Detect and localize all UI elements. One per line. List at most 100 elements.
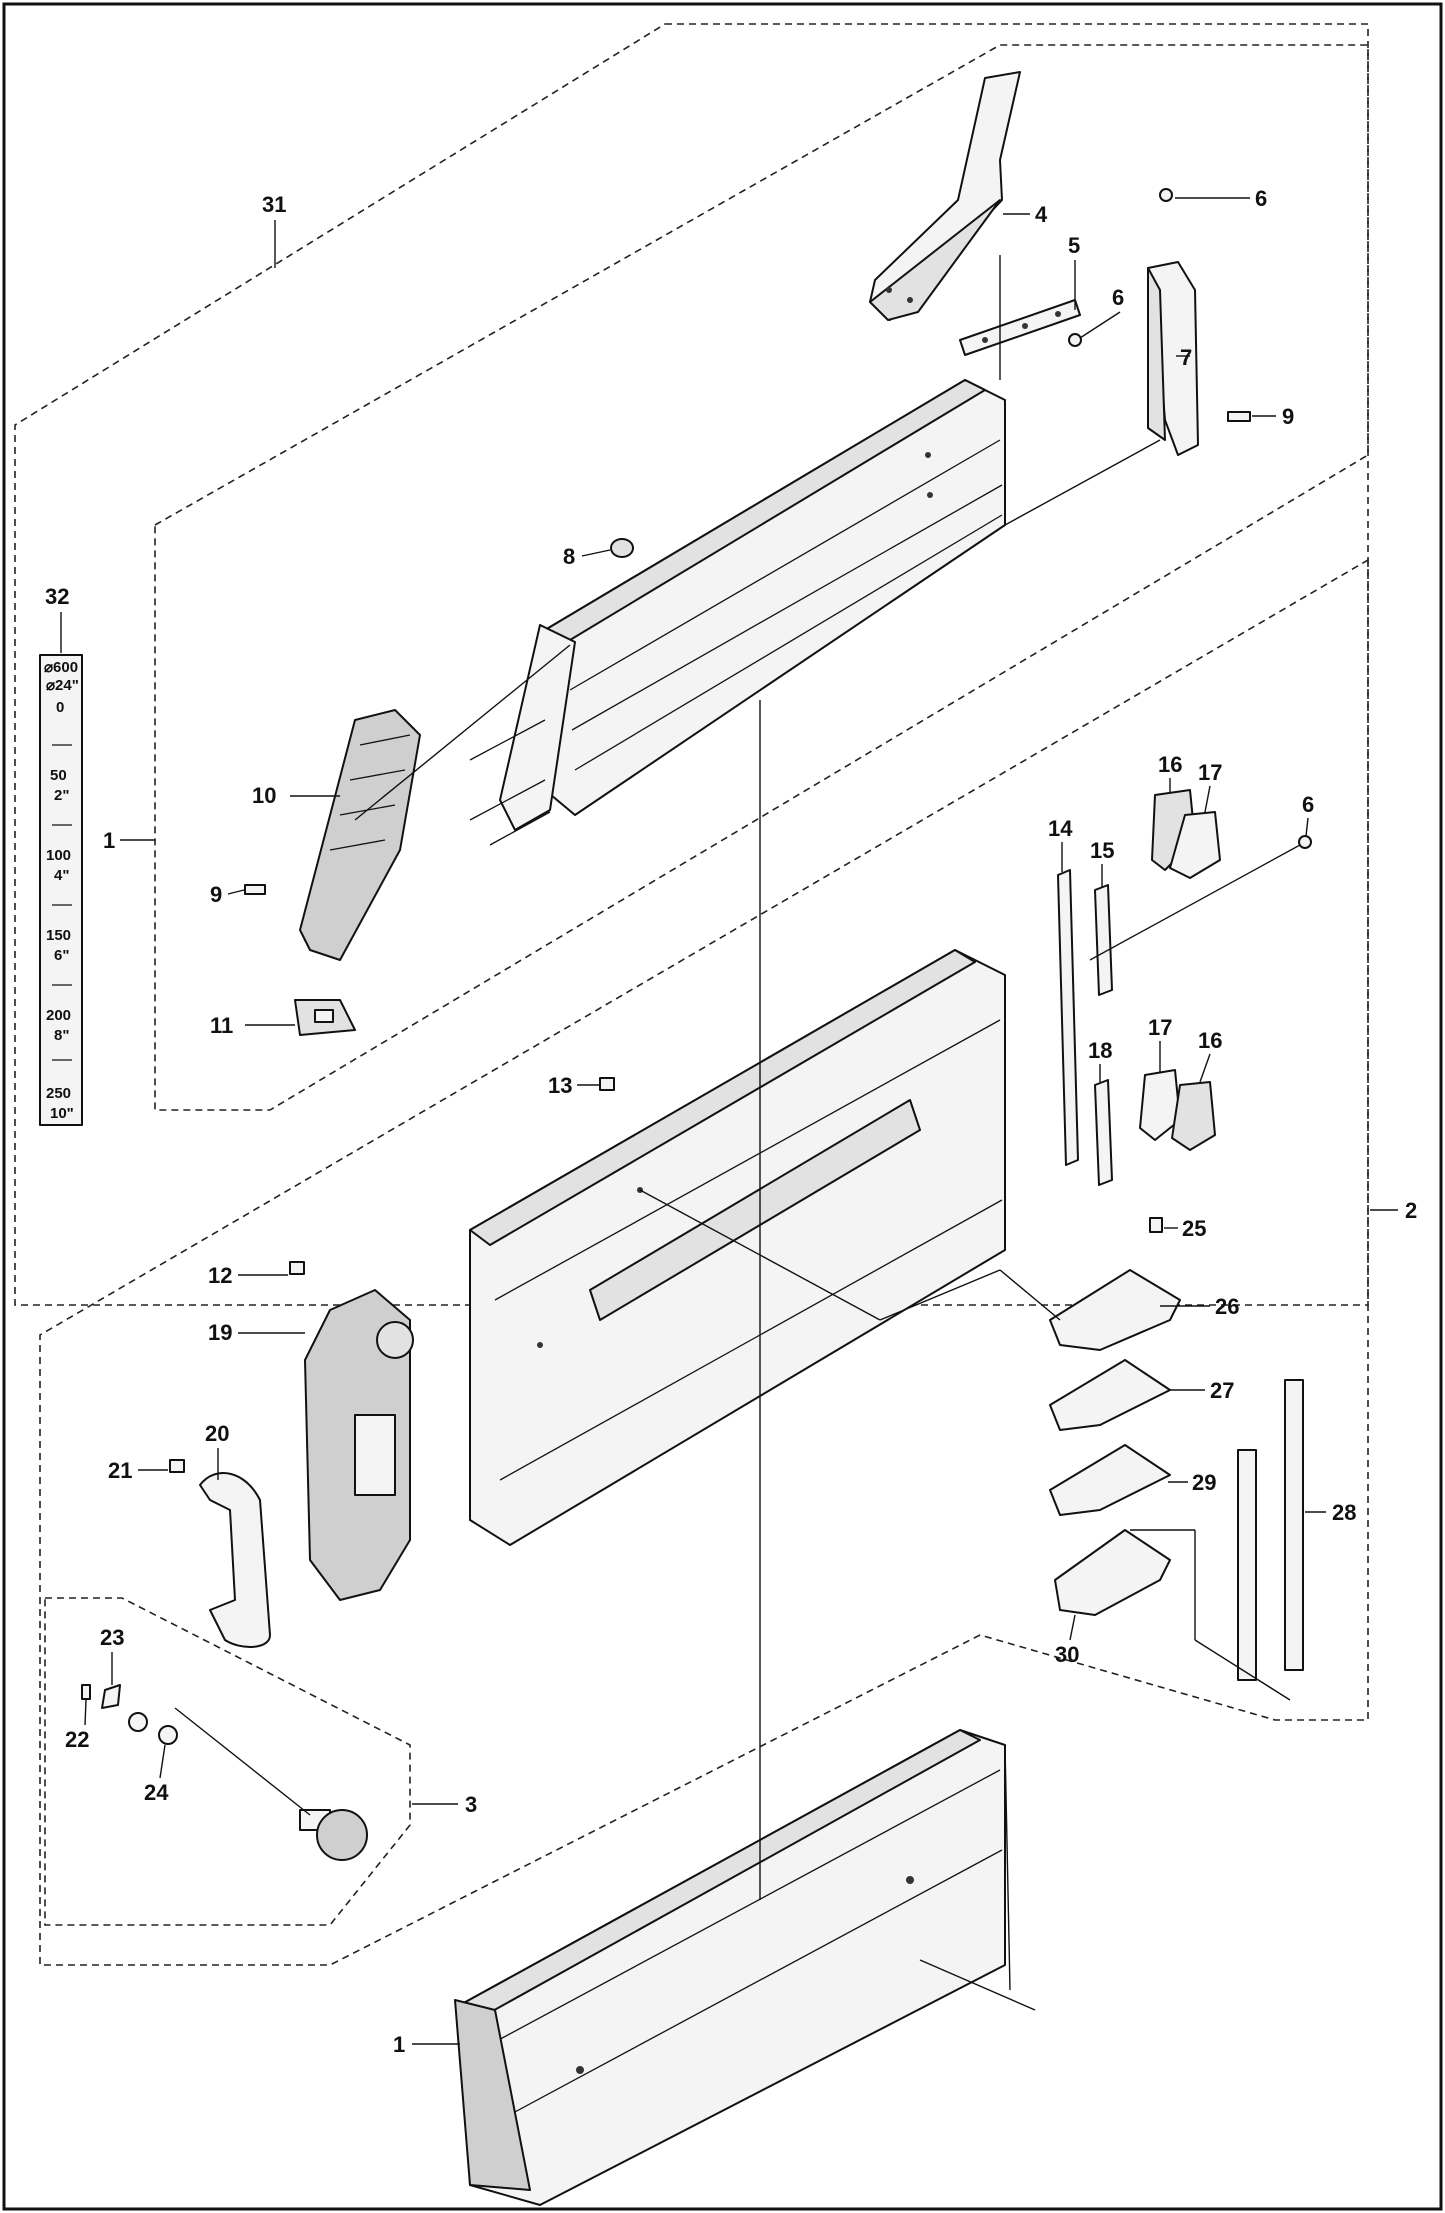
part-32-scale-sticker: ⌀600 ⌀24" 0 50 2" 100 4" 150 6" 200 8" 2… <box>39 654 83 1126</box>
part-6-nut-mid <box>1068 333 1082 347</box>
svg-text:1: 1 <box>393 2032 405 2057</box>
svg-text:16: 16 <box>1158 752 1182 777</box>
svg-text:6: 6 <box>1255 186 1267 211</box>
svg-text:25: 25 <box>1182 1216 1206 1241</box>
part-27-block <box>1049 1359 1171 1431</box>
svg-text:9: 9 <box>210 882 222 907</box>
part-30-block <box>1054 1529 1171 1616</box>
svg-text:1: 1 <box>103 828 115 853</box>
svg-text:9: 9 <box>1282 404 1294 429</box>
callout-29: 29 <box>1168 1470 1216 1495</box>
part-17-latch-upper <box>1169 811 1221 879</box>
callout-18: 18 <box>1088 1038 1112 1082</box>
callout-9-top: 9 <box>1252 404 1294 429</box>
callout-31: 31 <box>262 192 286 268</box>
part-4-guide-plate <box>869 71 1021 321</box>
scale-250-in: 10" <box>50 1105 74 1122</box>
callout-17-top: 17 <box>1198 760 1222 813</box>
part-16-latch-lower <box>1171 1081 1216 1151</box>
callout-2: 2 <box>1370 1198 1417 1223</box>
group-outline-3 <box>44 1597 411 1926</box>
callout-25: 25 <box>1164 1216 1206 1241</box>
svg-text:23: 23 <box>100 1625 124 1650</box>
callout-12: 12 <box>208 1263 288 1288</box>
scale-200-mm: 200 <box>46 1007 71 1024</box>
part-3-knob <box>299 1809 368 1861</box>
part-28-rods <box>1237 1379 1304 1681</box>
callout-11: 11 <box>210 1013 295 1038</box>
callout-4: 4 <box>1003 202 1048 227</box>
part-15-clip <box>1094 884 1113 996</box>
callout-27: 27 <box>1168 1378 1234 1403</box>
scale-150-mm: 150 <box>46 927 71 944</box>
scale-diameter-in: ⌀24" <box>46 677 79 694</box>
svg-text:8: 8 <box>563 544 575 569</box>
part-19-end-cap <box>304 1289 414 1601</box>
callout-17-bottom: 17 <box>1148 1015 1172 1072</box>
part-5-strip <box>959 299 1081 356</box>
part-20-handle <box>199 1472 271 1648</box>
svg-text:5: 5 <box>1068 233 1080 258</box>
callout-22: 22 <box>65 1699 89 1752</box>
group-outline-2 <box>39 558 1369 1966</box>
callout-6-right: 6 <box>1302 792 1314 837</box>
part-22-pin <box>81 1684 91 1700</box>
svg-text:11: 11 <box>210 1013 233 1038</box>
svg-text:12: 12 <box>208 1263 232 1288</box>
scale-diameter-mm: ⌀600 <box>44 659 78 676</box>
part-25-screw <box>1149 1217 1163 1233</box>
part-14-rail <box>1057 869 1079 1166</box>
svg-text:2: 2 <box>1405 1198 1417 1223</box>
svg-text:18: 18 <box>1088 1038 1112 1063</box>
part-6-rod <box>1089 835 1312 961</box>
svg-text:24: 24 <box>144 1780 169 1805</box>
callout-10: 10 <box>252 783 340 808</box>
part-9-screw-left <box>244 884 266 895</box>
svg-text:6: 6 <box>1302 792 1314 817</box>
callout-23: 23 <box>100 1625 124 1685</box>
callout-14: 14 <box>1048 816 1073 872</box>
part-1-lower-extrusion <box>454 1729 1006 2206</box>
svg-text:32: 32 <box>45 584 69 609</box>
callout-21: 21 <box>108 1458 168 1483</box>
svg-text:17: 17 <box>1148 1015 1172 1040</box>
svg-text:4: 4 <box>1035 202 1048 227</box>
callout-7: 7 <box>1176 345 1192 370</box>
part-23-clip <box>101 1684 121 1709</box>
part-1-upper-extrusion <box>469 379 1006 846</box>
scale-250-mm: 250 <box>46 1085 71 1102</box>
svg-text:28: 28 <box>1332 1500 1356 1525</box>
part-7-bracket <box>1147 261 1199 456</box>
part-13-screw <box>599 1077 615 1091</box>
callout-16-bottom: 16 <box>1198 1028 1222 1083</box>
callout-6-top: 6 <box>1175 186 1267 211</box>
scale-200-in: 8" <box>54 1027 69 1044</box>
callout-24: 24 <box>144 1744 169 1805</box>
svg-text:26: 26 <box>1215 1294 1239 1319</box>
callout-3: 3 <box>412 1792 477 1817</box>
part-17-latch-lower <box>1139 1069 1181 1141</box>
part-8-plug <box>610 538 634 558</box>
svg-text:10: 10 <box>252 783 276 808</box>
part-29-block <box>1049 1444 1171 1516</box>
callout-15: 15 <box>1090 838 1114 888</box>
part-9-screw-top <box>1227 411 1251 422</box>
callout-32: 32 <box>45 584 69 653</box>
svg-text:30: 30 <box>1055 1642 1079 1667</box>
svg-text:22: 22 <box>65 1727 89 1752</box>
group-outline-31 <box>14 23 1369 1306</box>
part-6-nut-top <box>1159 188 1173 202</box>
callout-19: 19 <box>208 1320 305 1345</box>
callout-1-top: 1 <box>103 828 155 853</box>
scale-100-in: 4" <box>54 867 69 884</box>
svg-text:17: 17 <box>1198 760 1222 785</box>
scale-50-in: 2" <box>54 787 69 804</box>
svg-text:31: 31 <box>262 192 286 217</box>
part-10-handle-grip <box>299 709 421 961</box>
callout-13: 13 <box>548 1073 600 1098</box>
svg-text:14: 14 <box>1048 816 1073 841</box>
callout-6-mid: 6 <box>1079 285 1124 339</box>
callout-28: 28 <box>1305 1500 1356 1525</box>
